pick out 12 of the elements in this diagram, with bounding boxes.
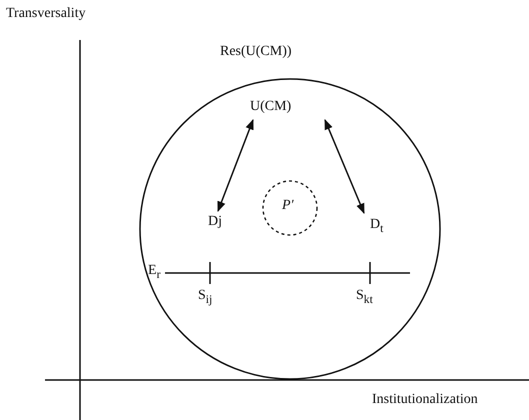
- tick-label: S$_{ij}$: [198, 288, 212, 308]
- axis-title: Institutionalization: [372, 392, 478, 408]
- line-label: E$_{r}$: [148, 263, 160, 283]
- axis-title: Transversality: [6, 6, 86, 22]
- node-label: D$_{t}$: [370, 215, 394, 235]
- circle-heading: Res(U(CM)): [220, 44, 292, 60]
- dashed-circle: P′: [262, 180, 318, 236]
- double-arrow: [217, 119, 254, 212]
- node-label: Dj: [208, 213, 236, 231]
- double-arrow: [324, 119, 365, 214]
- tick-label: S$_{kt}$: [356, 288, 373, 308]
- node-label: U(CM): [250, 98, 310, 116]
